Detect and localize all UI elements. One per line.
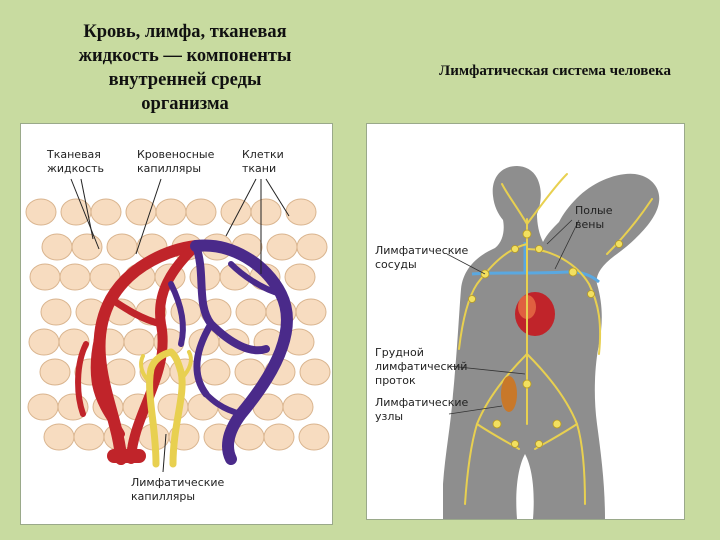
kidney [501, 376, 517, 412]
tissue-cell [282, 393, 314, 421]
label-tissue-fluid-line-1: Тканевая [47, 148, 101, 161]
label-lymphatic-capillaries: Лимфатические капилляры [131, 476, 224, 504]
tissue-cell [266, 233, 298, 261]
tissue-cell [90, 198, 122, 226]
left-title-line-1: Кровь, лимфа, тканевая [83, 22, 287, 42]
lymphatic-vessels [458, 173, 653, 505]
tissue-cell [298, 423, 330, 451]
label-thoracic-duct-line-2: лимфатический [375, 360, 468, 373]
tissue-cell [39, 358, 71, 386]
body-silhouette [443, 166, 660, 519]
left-title-line-3: внутренней среды [108, 70, 262, 90]
tissue-cell [73, 423, 105, 451]
left-title: Кровь, лимфа, тканевая жидкость — компон… [40, 20, 330, 116]
tissue-cell [284, 263, 316, 291]
label-hollow-veins: Полые вены [575, 204, 613, 232]
venous-capillaries [168, 239, 293, 465]
tissue-cell [123, 328, 155, 356]
lymphatic-capillaries [139, 348, 193, 468]
tissue-cell [170, 298, 202, 326]
tissue-cell [125, 198, 157, 226]
label-lymph-nodes-line-1: Лимфатические [375, 396, 469, 409]
tissue-cell [106, 233, 138, 261]
tissue-cell [263, 423, 295, 451]
label-blood-capillaries-line-1: Кровеносные [137, 148, 215, 161]
tissue-cell [41, 233, 73, 261]
tissue-cell [155, 198, 187, 226]
tissue-cell [28, 328, 60, 356]
label-lymph-nodes: Лимфатические узлы [375, 396, 468, 424]
label-lymphatic-vessels-line-2: сосуды [375, 258, 417, 271]
blood-vessels [471, 242, 600, 284]
label-hollow-veins-line-1: Полые [575, 204, 613, 217]
tissue-cell [285, 198, 317, 226]
tissue-cell [295, 298, 327, 326]
tissue-cell [29, 263, 61, 291]
tissue-diagram-panel: Тканевая жидкость Кровеносные капилляры … [20, 123, 333, 525]
label-tissue-fluid-line-2: жидкость [47, 162, 104, 175]
label-lymphatic-capillaries-line-2: капилляры [131, 490, 196, 503]
left-title-line-2: жидкость — компоненты [78, 46, 292, 66]
tissue-cell [43, 423, 75, 451]
tissue-cell [27, 393, 59, 421]
tissue-cell [235, 298, 267, 326]
lymphatic-system-panel: Полые вены Лимфатические сосуды Грудной … [366, 123, 685, 520]
label-thoracic-duct-line-3: проток [375, 374, 416, 387]
label-tissue-fluid: Тканевая жидкость [47, 148, 104, 176]
label-lymphatic-capillaries-line-1: Лимфатические [131, 476, 225, 489]
arterial-capillaries [75, 240, 202, 465]
tissue-cell [199, 358, 231, 386]
label-tissue-cells-line-1: Клетки [242, 148, 284, 161]
tissue-cell [220, 198, 252, 226]
tissue-cell [60, 198, 92, 226]
tissue-cell [59, 263, 91, 291]
tissue-cell [25, 198, 57, 226]
left-title-line-4: организма [141, 94, 229, 114]
tissue-cell [299, 358, 331, 386]
label-thoracic-duct: Грудной лимфатический проток [375, 346, 467, 388]
lymphatic-system-illustration [443, 166, 660, 519]
label-lymphatic-vessels-line-1: Лимфатические [375, 244, 469, 257]
label-tissue-cells: Клетки ткани [242, 148, 284, 176]
label-blood-capillaries-line-2: капилляры [137, 162, 202, 175]
tissue-cell [71, 233, 103, 261]
right-title: Лимфатическая система человека [439, 63, 671, 79]
label-thoracic-duct-line-1: Грудной [375, 346, 424, 359]
tissue-cell [296, 233, 328, 261]
label-blood-capillaries: Кровеносные капилляры [137, 148, 214, 176]
label-hollow-veins-line-2: вены [575, 218, 605, 231]
tissue-cell [250, 198, 282, 226]
tissue-cell [40, 298, 72, 326]
tissue-diagram-illustration [25, 178, 331, 473]
label-lymphatic-vessels: Лимфатические сосуды [375, 244, 468, 272]
lymph-nodes [468, 229, 623, 448]
label-tissue-cells-line-2: ткани [242, 162, 277, 175]
tissue-cell [185, 198, 217, 226]
label-lymph-nodes-line-2: узлы [375, 410, 404, 423]
